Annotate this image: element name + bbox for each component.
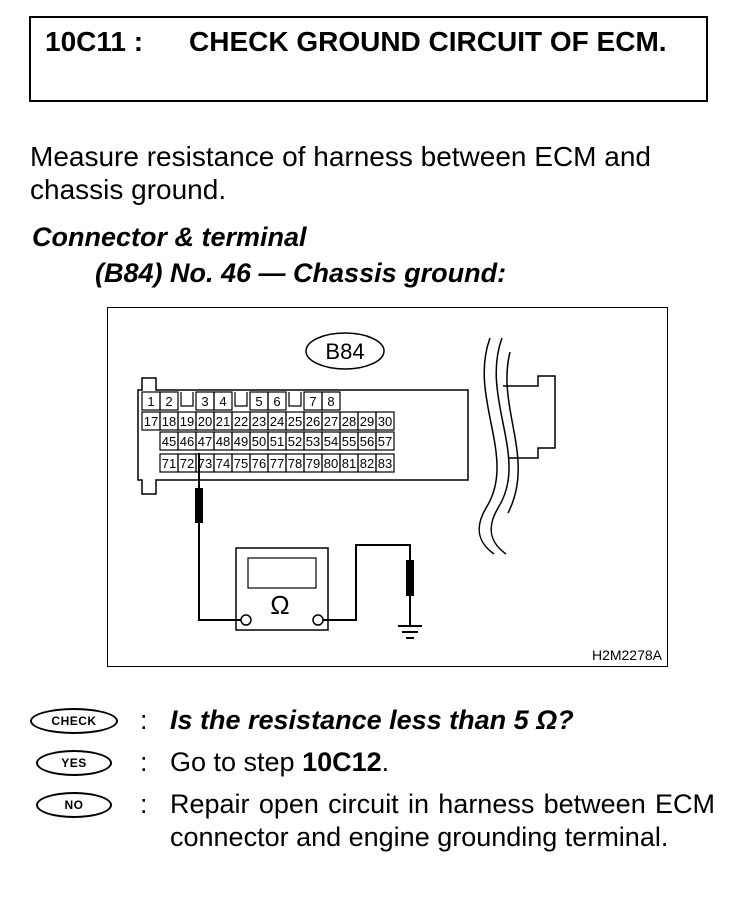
connector-label: Connector & terminal [32, 222, 307, 252]
yes-step-link[interactable]: 10C12 [302, 747, 382, 777]
yes-action: Go to step 10C12. [170, 746, 715, 779]
no-action: Repair open circuit in harness between E… [170, 789, 715, 852]
terminal-number: 6 [273, 394, 280, 409]
terminal-number: 24 [270, 414, 284, 429]
terminal-number: 1 [147, 394, 154, 409]
connector-name: B84 [325, 339, 364, 364]
terminal-cell [375, 453, 395, 473]
check-badge: CHECK [30, 708, 118, 734]
terminal-number: 82 [360, 456, 374, 471]
terminal-number: 26 [306, 414, 320, 429]
terminal-number: 45 [162, 434, 176, 449]
terminal-number: 2 [165, 394, 172, 409]
terminal-number: 20 [198, 414, 212, 429]
terminal-number: 52 [288, 434, 302, 449]
yes-row: YES : Go to step 10C12. [30, 746, 730, 780]
terminal-number: 78 [288, 456, 302, 471]
terminal-cell [159, 391, 179, 411]
connector-label-ellipse [305, 332, 385, 370]
terminal-number: 56 [360, 434, 374, 449]
terminal-number: 22 [234, 414, 248, 429]
terminal-number: 5 [255, 394, 262, 409]
terminal-number: 19 [180, 414, 194, 429]
terminal-cell [321, 391, 341, 411]
terminal-number: 18 [162, 414, 176, 429]
terminal-number: 17 [144, 414, 158, 429]
terminal-number: 81 [342, 456, 356, 471]
terminal-number: 21 [216, 414, 230, 429]
terminal-number: 49 [234, 434, 248, 449]
terminal-number: 83 [378, 456, 392, 471]
instruction-text: Measure resistance of harness between EC… [30, 141, 651, 205]
connector-terminal: (B84) No. 46 — Chassis ground: [95, 258, 507, 288]
terminal-number: 72 [180, 456, 194, 471]
terminal-number: 74 [216, 456, 230, 471]
terminal-cell [375, 431, 395, 451]
terminal-number: 28 [342, 414, 356, 429]
no-badge: NO [36, 792, 112, 818]
terminal-number: 30 [378, 414, 392, 429]
terminal-number: 76 [252, 456, 266, 471]
terminal-gap [180, 392, 194, 407]
check-colon: : [140, 705, 148, 735]
step-title: CHECK GROUND CIRCUIT OF ECM. [189, 26, 667, 57]
terminal-number: 54 [324, 434, 338, 449]
terminal-gap [288, 392, 302, 407]
terminal-number: 80 [324, 456, 338, 471]
terminal-cell [213, 391, 233, 411]
terminal-number: 7 [309, 394, 316, 409]
terminal-gap [234, 392, 248, 407]
yes-badge: YES [36, 750, 112, 776]
terminal-number: 77 [270, 456, 284, 471]
no-row: NO : Repair open circuit in harness betw… [30, 788, 730, 898]
terminal-number: 50 [252, 434, 266, 449]
probe-left [195, 453, 246, 621]
terminal-number: 25 [288, 414, 302, 429]
ohmmeter: Ω [235, 547, 329, 631]
no-colon: : [140, 789, 148, 819]
figure-code: H2M2278A [591, 647, 662, 663]
check-question: Is the resistance less than 5 Ω? [170, 705, 574, 735]
ohm-symbol: Ω [270, 590, 289, 620]
connector-stub [503, 375, 556, 459]
terminal-number: 79 [306, 456, 320, 471]
terminal-number: 73 [198, 456, 212, 471]
terminal-number: 48 [216, 434, 230, 449]
check-row: CHECK : Is the resistance less than 5 Ω? [30, 704, 730, 738]
terminal-number: 75 [234, 456, 248, 471]
yes-prefix: Go to step [170, 747, 303, 777]
terminal-number: 8 [327, 394, 334, 409]
terminal-number: 4 [219, 394, 226, 409]
terminal-number: 46 [180, 434, 194, 449]
terminal-number: 3 [201, 394, 208, 409]
terminal-number: 55 [342, 434, 356, 449]
probe-right [323, 544, 414, 626]
yes-colon: : [140, 747, 148, 777]
terminal-cell [267, 391, 287, 411]
step-header: 10C11 : CHECK GROUND CIRCUIT OF ECM. [29, 16, 708, 102]
yes-suffix: . [381, 747, 390, 777]
terminal-number: 71 [162, 456, 176, 471]
ground-symbol [398, 625, 422, 639]
terminal-number: 47 [198, 434, 212, 449]
harness-break-lines [478, 337, 519, 555]
step-number: 10C11 : [45, 26, 144, 57]
terminal-number: 57 [378, 434, 392, 449]
terminal-number: 29 [360, 414, 374, 429]
terminal-number: 23 [252, 414, 266, 429]
connector-body [137, 377, 469, 495]
terminal-number: 53 [306, 434, 320, 449]
terminal-number: 51 [270, 434, 284, 449]
terminal-number: 27 [324, 414, 338, 429]
terminal-cell [375, 411, 395, 431]
